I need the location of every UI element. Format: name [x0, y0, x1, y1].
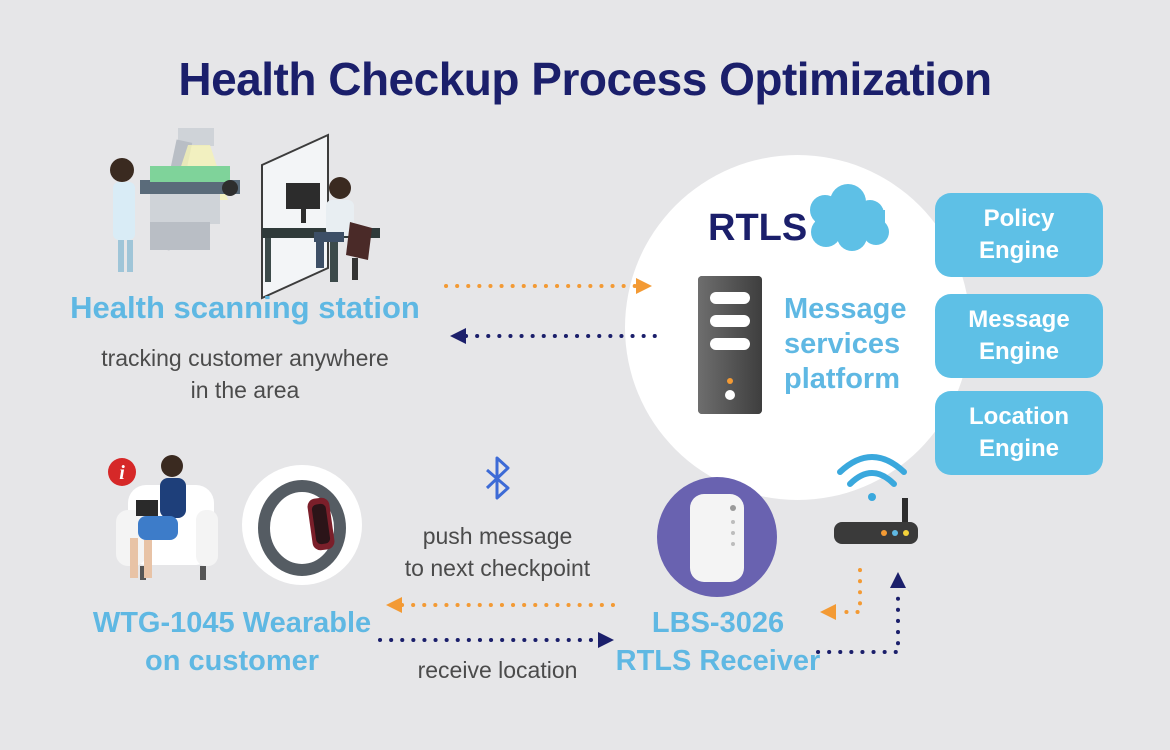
push-message-label: push message to next checkpoint — [380, 520, 615, 584]
cloud-icon — [810, 184, 889, 251]
platform-label: Message services platform — [784, 292, 907, 397]
receiver-line-1: LBS-3026 — [651, 607, 785, 639]
wristband-icon — [258, 480, 346, 576]
page-title: Health Checkup Process Optimization — [178, 53, 992, 105]
engine-line-1: Policy — [983, 205, 1055, 232]
message-engine-box: Message Engine — [935, 294, 1103, 378]
arrow-head-left — [450, 328, 466, 344]
svg-text:i: i — [119, 462, 125, 484]
rtls-label: RTLS — [708, 207, 808, 249]
arrow-head-receive — [598, 632, 614, 648]
arrow-head-right — [636, 278, 652, 294]
push-line-2: to next checkpoint — [404, 555, 591, 581]
engine-line-1: Message — [968, 306, 1070, 333]
engine-line-2: Engine — [978, 237, 1059, 264]
arrow-router-to-receiver — [836, 568, 862, 614]
server-icon — [698, 276, 762, 414]
rtls-circle — [625, 155, 970, 500]
platform-line-2: services — [784, 328, 901, 360]
push-line-1: push message — [422, 523, 573, 549]
engine-line-2: Engine — [978, 435, 1059, 462]
engine-line-1: Location — [969, 403, 1069, 430]
wifi-icon — [837, 454, 907, 501]
location-engine-box: Location Engine — [935, 391, 1103, 475]
policy-engine-box: Policy Engine — [935, 193, 1103, 277]
engine-line-2: Engine — [978, 338, 1059, 365]
bluetooth-icon — [485, 456, 510, 500]
station-title: Health scanning station — [70, 290, 420, 325]
platform-line-1: Message — [784, 293, 907, 325]
platform-line-3: platform — [784, 363, 900, 395]
customer-illustration — [116, 455, 218, 580]
info-icon: i — [108, 458, 136, 486]
wearable-line-1: WTG-1045 Wearable — [92, 607, 372, 639]
arrow-head-push — [386, 597, 402, 613]
receiver-icon — [690, 494, 744, 582]
wearable-line-2: on customer — [144, 645, 320, 677]
receiver-label: LBS-3026 RTLS Receiver — [600, 604, 836, 680]
receiver-line-2: RTLS Receiver — [615, 645, 821, 677]
scanning-station-illustration — [110, 128, 380, 300]
receive-location-label: receive location — [417, 657, 578, 683]
station-desc-line-2: in the area — [190, 377, 300, 403]
station-desc-line-1: tracking customer anywhere — [101, 345, 389, 371]
router-icon — [834, 498, 918, 544]
station-description: tracking customer anywhere in the area — [0, 342, 490, 406]
wearable-label: WTG-1045 Wearable on customer — [72, 604, 392, 680]
